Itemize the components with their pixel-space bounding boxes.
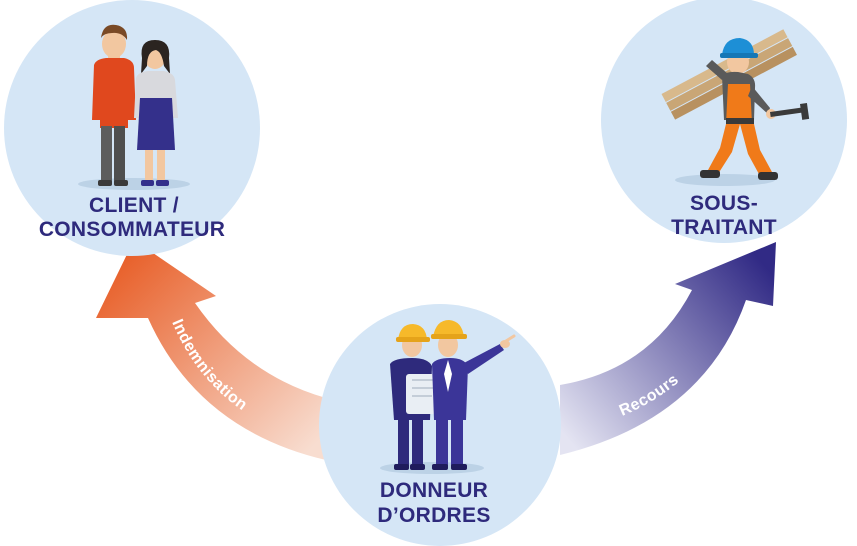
sous-traitant-label-line1: SOUS-: [690, 192, 758, 215]
client-circle: [4, 0, 260, 256]
indemnisation-arrow: Indemnisation: [96, 240, 326, 460]
sous-traitant-label-line2: TRAITANT: [671, 216, 777, 239]
donneur-node: DONNEUR D’ORDRES: [319, 304, 561, 546]
client-label-line2: CONSOMMATEUR: [39, 218, 225, 241]
donneur-label-line2: D’ORDRES: [377, 504, 490, 527]
construction-worker-icon: [661, 29, 810, 180]
recours-arrow: Recours: [560, 242, 776, 455]
contractors-icon: [390, 320, 516, 470]
sous-traitant-node: SOUS- TRAITANT: [601, 0, 847, 243]
donneur-label-line1: DONNEUR: [380, 479, 488, 502]
client-label-line1: CLIENT /: [89, 194, 179, 217]
client-node: CLIENT / CONSOMMATEUR: [4, 0, 260, 256]
couple-icon: [92, 24, 178, 186]
